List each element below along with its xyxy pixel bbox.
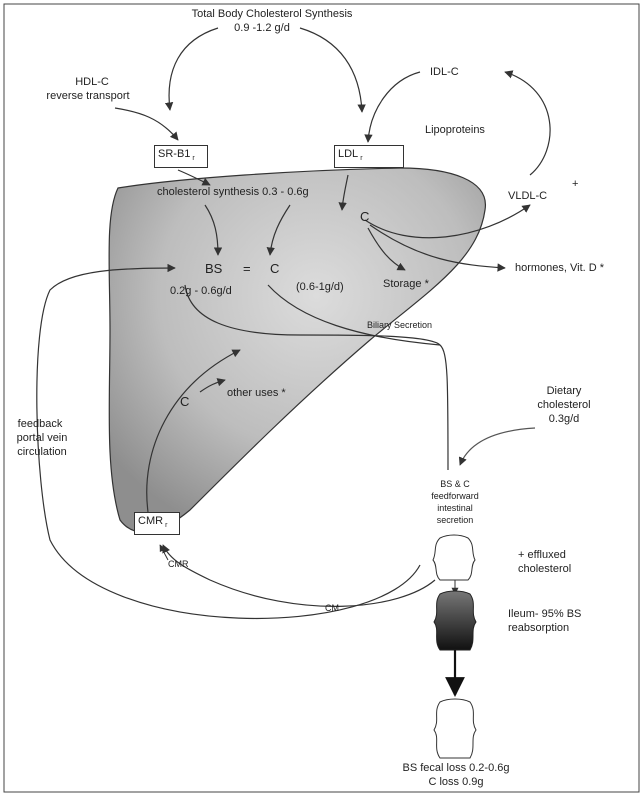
srb1-subscript: r xyxy=(192,155,194,162)
hdl-arrow xyxy=(115,108,178,140)
title-line1: Total Body Cholesterol Synthesis xyxy=(192,8,353,21)
equals-sign: = xyxy=(243,262,251,275)
feedforward-line4: secretion xyxy=(437,514,474,527)
vldl-idl-arrow xyxy=(505,72,550,175)
bs-label: BS xyxy=(205,262,222,275)
cmr-subscript: r xyxy=(165,522,167,529)
lipoproteins-label: Lipoproteins xyxy=(425,124,485,137)
cmr-text: CMR xyxy=(138,515,163,527)
c-liver-mid: C xyxy=(270,262,279,275)
synthesis-arrow-right xyxy=(300,28,362,112)
c-liver-low: C xyxy=(180,395,189,408)
liver-shape xyxy=(109,168,485,532)
biliary-secretion-label: Biliary Secretion xyxy=(367,319,432,332)
idl-label: IDL-C xyxy=(430,66,459,79)
other-uses-label: other uses * xyxy=(227,387,286,400)
feedback-line1: feedback xyxy=(18,418,63,431)
hormones-label: hormones, Vit. D * xyxy=(515,262,604,275)
hdl-sub-label: reverse transport xyxy=(46,90,129,103)
cm-cmr-arrow xyxy=(163,545,435,606)
ileum-line2: reabsorption xyxy=(508,622,569,635)
dietary-line3: 0.3g/d xyxy=(549,413,580,426)
ldl-text: LDL xyxy=(338,148,358,160)
figure-frame xyxy=(4,4,639,792)
colon-shape xyxy=(434,699,476,758)
idl-ldl-arrow xyxy=(368,72,420,142)
hdl-label: HDL-C xyxy=(75,76,109,89)
cholesterol-synthesis-label: cholesterol synthesis 0.3 - 0.6g xyxy=(157,186,309,199)
storage-label: Storage * xyxy=(383,278,429,291)
dietary-arrow xyxy=(460,428,535,465)
ldl-subscript: r xyxy=(360,155,362,162)
dietary-line2: cholesterol xyxy=(537,399,590,412)
title-line2: 0.9 -1.2 g/d xyxy=(234,22,290,35)
vldl-label: VLDL-C xyxy=(508,190,547,203)
effluxed-line1: + effluxed xyxy=(518,549,566,562)
ileum-line1: Ileum- 95% BS xyxy=(508,608,581,621)
bs-range: 0.2g - 0.6g/d xyxy=(170,285,232,298)
effluxed-line2: cholesterol xyxy=(518,563,571,576)
c-liver-top: C xyxy=(360,210,369,223)
cm-label: CM xyxy=(325,602,339,615)
fecal-line1: BS fecal loss 0.2-0.6g xyxy=(402,762,509,775)
srb1-text: SR-B1 xyxy=(158,148,190,160)
ileum-shape xyxy=(434,591,476,650)
vldl-plus: + xyxy=(572,178,578,191)
synthesis-arrow-left xyxy=(169,28,218,110)
fecal-line2: C loss 0.9g xyxy=(428,776,483,789)
feedback-line2: portal vein xyxy=(17,432,68,445)
feedback-line3: circulation xyxy=(17,446,67,459)
cmr-small-label: CMR xyxy=(168,558,189,571)
c-range: (0.6-1g/d) xyxy=(296,281,344,294)
dietary-line1: Dietary xyxy=(547,385,582,398)
intestine-upper xyxy=(433,535,475,580)
